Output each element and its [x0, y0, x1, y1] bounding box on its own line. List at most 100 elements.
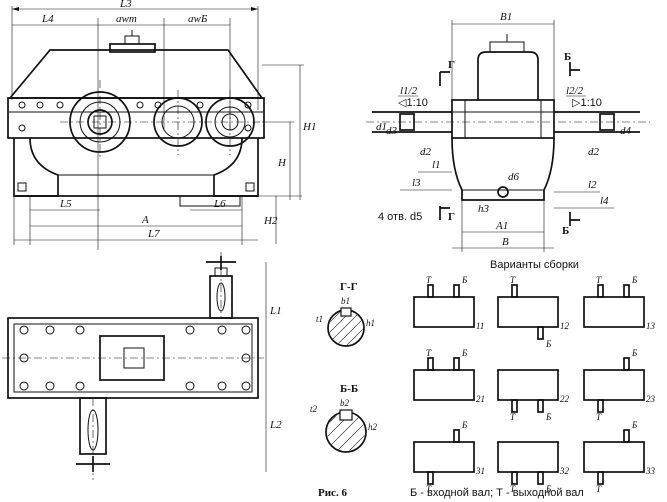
label-l1: l1 [432, 159, 441, 171]
label-d2-right: d2 [588, 146, 600, 158]
variant-code: 33 [645, 466, 656, 476]
input-shaft [453, 429, 460, 443]
variant-code: 12 [560, 321, 570, 331]
label-L2: L2 [269, 419, 282, 431]
variant-code: 22 [560, 394, 570, 404]
label-B: Б [631, 420, 638, 430]
figure-caption: Рис. 6 [318, 487, 347, 499]
section-GG: Г-Г b1 t1 h1 [316, 281, 375, 347]
section-mark-G-bottom: Г [448, 211, 455, 223]
label-l3: l3 [412, 177, 421, 189]
label-T: Т [510, 412, 516, 422]
input-shaft [537, 471, 544, 485]
label-H1: H1 [302, 121, 316, 133]
label-H2: H2 [263, 215, 278, 227]
label-T: Т [596, 275, 602, 285]
front-view: L3 L4 awт awБ [7, 0, 316, 250]
label-l1-half: l1/2 [400, 85, 418, 97]
label-L3: L3 [119, 0, 132, 10]
variant-body [583, 296, 645, 328]
input-shaft [453, 357, 460, 371]
label-T: Т [426, 484, 432, 494]
label-t1: t1 [316, 314, 323, 324]
label-b1: b1 [341, 296, 350, 306]
taper-right: ▷1:10 [572, 97, 602, 109]
label-t2: t2 [310, 404, 318, 414]
variant-code: 23 [646, 394, 656, 404]
label-awB: awБ [188, 13, 208, 25]
variant-code: 21 [476, 394, 485, 404]
variant-31: Т Б 31 [413, 420, 485, 494]
variant-33: Т Б 33 [583, 420, 656, 494]
label-B1: B1 [500, 11, 512, 23]
side-view: B1 ◁1:10 ▷1:10 l1/2 l2/2 Г Б Г Б d1 d3 [366, 11, 650, 252]
label-B: B [502, 236, 509, 248]
label-H: H [277, 157, 287, 169]
label-l2-half: l2/2 [566, 85, 584, 97]
label-T: Т [426, 348, 432, 358]
output-shaft [427, 284, 434, 298]
section-mark-B-bottom: Б [562, 225, 569, 237]
input-shaft [623, 284, 630, 298]
assembly-title: Варианты сборки [490, 259, 579, 271]
variant-21: Т Б 21 [413, 348, 485, 404]
label-d3: d3 [386, 125, 398, 137]
label-L1: L1 [269, 305, 282, 317]
assembly-legend: Б - входной вал; Т - выходной вал [410, 487, 584, 499]
label-h1: h1 [366, 318, 375, 328]
output-shaft [511, 399, 518, 413]
output-shaft [597, 399, 604, 413]
output-shaft [511, 471, 518, 485]
variant-body [413, 441, 475, 473]
label-T: Т [596, 484, 602, 494]
section-mark-G-top: Г [448, 59, 455, 71]
label-T: Т [510, 275, 516, 285]
input-shaft [537, 326, 544, 340]
section-BB: Б-Б b2 t2 h2 [310, 383, 378, 453]
variant-code: 32 [559, 466, 570, 476]
label-A1: A1 [495, 220, 508, 232]
input-shaft [537, 399, 544, 413]
variant-code: 11 [476, 321, 484, 331]
label-B: Б [545, 412, 552, 422]
label-B: Б [631, 275, 638, 285]
label-d2: d2 [420, 146, 432, 158]
label-L4: L4 [41, 13, 54, 25]
label-B: Б [461, 275, 468, 285]
variant-body [413, 296, 475, 328]
label-B: Б [545, 339, 552, 349]
variant-22: Т Б 22 [497, 369, 570, 422]
label-L6: L6 [213, 198, 226, 210]
label-B: Б [631, 348, 638, 358]
variant-code: 31 [475, 466, 485, 476]
label-T: Т [510, 484, 516, 494]
plan-view: L1 L2 [2, 252, 282, 480]
variant-23: Т Б 23 [583, 348, 656, 422]
output-shaft [511, 284, 518, 298]
variant-body [413, 369, 475, 401]
label-B: Б [461, 420, 468, 430]
output-shaft [427, 471, 434, 485]
label-holes: 4 отв. d5 [378, 211, 422, 223]
output-shaft [597, 471, 604, 485]
variant-body [583, 369, 645, 401]
label-T: Т [596, 412, 602, 422]
label-d4: d4 [620, 125, 632, 137]
variant-body [497, 441, 559, 473]
variant-body [583, 441, 645, 473]
label-b2: b2 [340, 398, 350, 408]
label-B: Б [461, 348, 468, 358]
section-mark-B-top: Б [564, 51, 571, 63]
variant-body [497, 369, 559, 401]
output-shaft [597, 284, 604, 298]
section-BB-title: Б-Б [340, 383, 358, 395]
label-l4: l4 [600, 195, 609, 207]
label-L7: L7 [147, 228, 160, 240]
label-l2: l2 [588, 179, 597, 191]
variant-12: Т Б 12 [497, 275, 570, 349]
output-shaft [427, 357, 434, 371]
variant-body [497, 296, 559, 328]
label-awT: awт [116, 13, 137, 25]
